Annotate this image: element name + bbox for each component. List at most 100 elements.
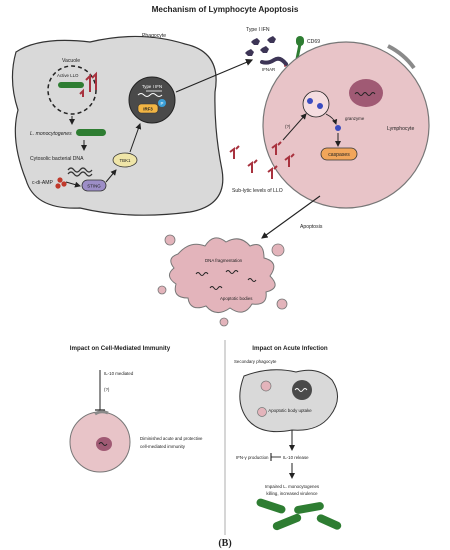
dna-fragmentation-label: DNA fragmentation bbox=[205, 258, 243, 263]
ifn-gene-icon bbox=[137, 93, 163, 97]
cd69-label: CD69 bbox=[307, 39, 320, 45]
dna-fragment-icon-3 bbox=[247, 278, 257, 282]
diagram-title: Mechanism of Lymphocyte Apoptosis bbox=[152, 5, 299, 14]
arrow-ifn-secretion bbox=[175, 59, 254, 93]
sub-lytic-llo-label: Sub-lytic levels of LLO bbox=[232, 188, 283, 194]
engulfed-body bbox=[260, 380, 272, 392]
il10-release-label: IL-10 release bbox=[283, 455, 309, 460]
acute-infection-title: Impact on Acute Infection bbox=[252, 345, 328, 352]
irf3-label: IRF3 bbox=[143, 107, 153, 112]
secondary-dna-icon bbox=[294, 388, 308, 392]
granzyme-dot bbox=[307, 98, 313, 104]
apoptosis-label: Apoptosis bbox=[300, 224, 323, 230]
c-di-amp-icon-2 bbox=[61, 181, 67, 187]
virulent-bacterium-3 bbox=[272, 513, 302, 531]
engulfed-body-2 bbox=[257, 407, 267, 417]
llo-monomer-icon-2 bbox=[247, 159, 258, 173]
tbk1-label: TBK1 bbox=[120, 158, 132, 163]
cmi-outcome-line2: cell-mediated immunity bbox=[140, 444, 186, 449]
c-di-amp-icon-3 bbox=[55, 183, 61, 189]
lymphocyte-label: Lymphocyte bbox=[387, 126, 414, 132]
type-i-ifn-label: Type I IFN bbox=[246, 27, 270, 33]
dna-fragment-icon bbox=[195, 272, 209, 276]
irf3-node bbox=[137, 103, 159, 114]
bacterial-dna-icon bbox=[67, 167, 93, 173]
inhibited-lymphocyte-nucleus bbox=[96, 437, 112, 451]
sting-node bbox=[81, 179, 107, 192]
secondary-phagocyte-cell bbox=[239, 369, 338, 433]
apoptotic-bleb bbox=[271, 243, 285, 257]
vacuole-label: Vacuole bbox=[62, 58, 80, 64]
dna-fragment-icon-2 bbox=[225, 270, 239, 274]
granzyme-released-dot bbox=[335, 125, 341, 131]
llo-monomer-icon-4 bbox=[267, 165, 278, 179]
ifnar-receptor-icon bbox=[260, 56, 288, 66]
cytosolic-dna-label: Cytosolic bacterial DNA bbox=[30, 156, 84, 162]
llo-monomer-icon-5 bbox=[284, 153, 295, 167]
l-monocytogenes-label: L. monocytogenes bbox=[30, 131, 72, 137]
virulent-bacterium-4 bbox=[316, 514, 342, 530]
c-di-amp-icon bbox=[57, 177, 63, 183]
granzyme-label: granzyme bbox=[345, 116, 365, 121]
il10-question-label: (?) bbox=[104, 387, 110, 392]
apoptotic-bleb-2 bbox=[164, 234, 176, 246]
arrow-granule-release bbox=[325, 113, 338, 125]
ifn-gamma-label: IFN-γ production bbox=[236, 455, 269, 460]
apoptotic-bodies-label: Apoptotic bodies bbox=[220, 296, 253, 301]
secondary-phagocyte-label: Secondary phagocyte bbox=[234, 359, 277, 364]
arrow-tbk1-nucleus bbox=[129, 123, 142, 153]
lymphocyte-synapse-arc bbox=[387, 44, 416, 70]
bacterial-dna-icon-2 bbox=[67, 171, 93, 177]
virulent-bacterium bbox=[256, 498, 286, 514]
il10-mediated-label: IL-10 mediated bbox=[104, 371, 134, 376]
ifn-molecule-icon bbox=[251, 38, 260, 45]
caspases-node bbox=[320, 147, 358, 161]
phospho-badge bbox=[158, 99, 166, 107]
phospho-label: P bbox=[161, 101, 164, 106]
arrow-sting-tbk1 bbox=[105, 169, 117, 183]
cell-mediated-title: Impact on Cell-Mediated Immunity bbox=[70, 345, 171, 352]
ifnar-label: IFNAR bbox=[262, 67, 275, 72]
apoptotic-bleb-3 bbox=[157, 285, 167, 295]
acute-outcome-line1: Impaired L. monocytogenes bbox=[265, 484, 320, 489]
ifn-molecule-icon-3 bbox=[260, 46, 269, 53]
lymphocyte-cell bbox=[262, 41, 430, 209]
apoptotic-cell bbox=[169, 237, 276, 313]
apoptotic-bleb-4 bbox=[276, 298, 288, 310]
cytosolic-bacterium bbox=[76, 129, 106, 136]
uptake-label: Apoptotic body uptake bbox=[268, 408, 312, 413]
ifn-molecule-icon-4 bbox=[245, 49, 254, 56]
bacterium-in-vacuole bbox=[58, 82, 84, 88]
granule-vesicle bbox=[302, 90, 330, 118]
dna-fragment-icon-4 bbox=[209, 286, 223, 290]
apoptotic-bleb-5 bbox=[219, 317, 229, 327]
ifn-molecule-icon-2 bbox=[267, 36, 276, 43]
llo-monomer-icon bbox=[229, 145, 240, 159]
cd69-head-icon bbox=[296, 36, 304, 46]
granule-question-label: (?) bbox=[285, 124, 291, 129]
phagocyte-label: Phagocyte bbox=[142, 33, 166, 39]
nucleus-type-i-ifn-label: Type I IFN bbox=[142, 84, 162, 89]
acute-outcome-line2: killing, increased virulence bbox=[266, 491, 318, 496]
virulent-bacterium-2 bbox=[294, 502, 324, 514]
llo-icon bbox=[79, 88, 84, 97]
phagocyte-cell bbox=[11, 35, 224, 216]
lymphocyte-dna-icon bbox=[354, 92, 376, 96]
cmi-outcome-line1: Diminished acute and protective bbox=[140, 436, 203, 441]
secondary-nucleus bbox=[292, 380, 312, 400]
sting-label: STING bbox=[87, 184, 101, 189]
caspases-label: caspases bbox=[328, 152, 350, 158]
arrow-llo-to-lymphocyte bbox=[282, 113, 307, 141]
arrow-apoptosis bbox=[261, 195, 321, 239]
llo-pore-icon bbox=[85, 71, 97, 92]
llo-monomer-icon-3 bbox=[271, 141, 282, 155]
active-llo-label: Active LLO bbox=[57, 73, 79, 78]
granzyme-dot-2 bbox=[317, 103, 323, 109]
panel-label: (B) bbox=[218, 538, 231, 549]
inhibited-dna-icon bbox=[98, 442, 108, 446]
arrow-to-sting bbox=[65, 181, 81, 188]
c-di-amp-label: c-di-AMP bbox=[32, 180, 54, 186]
lymphocyte-receptor-arc bbox=[94, 410, 109, 416]
tbk1-node bbox=[112, 152, 138, 168]
